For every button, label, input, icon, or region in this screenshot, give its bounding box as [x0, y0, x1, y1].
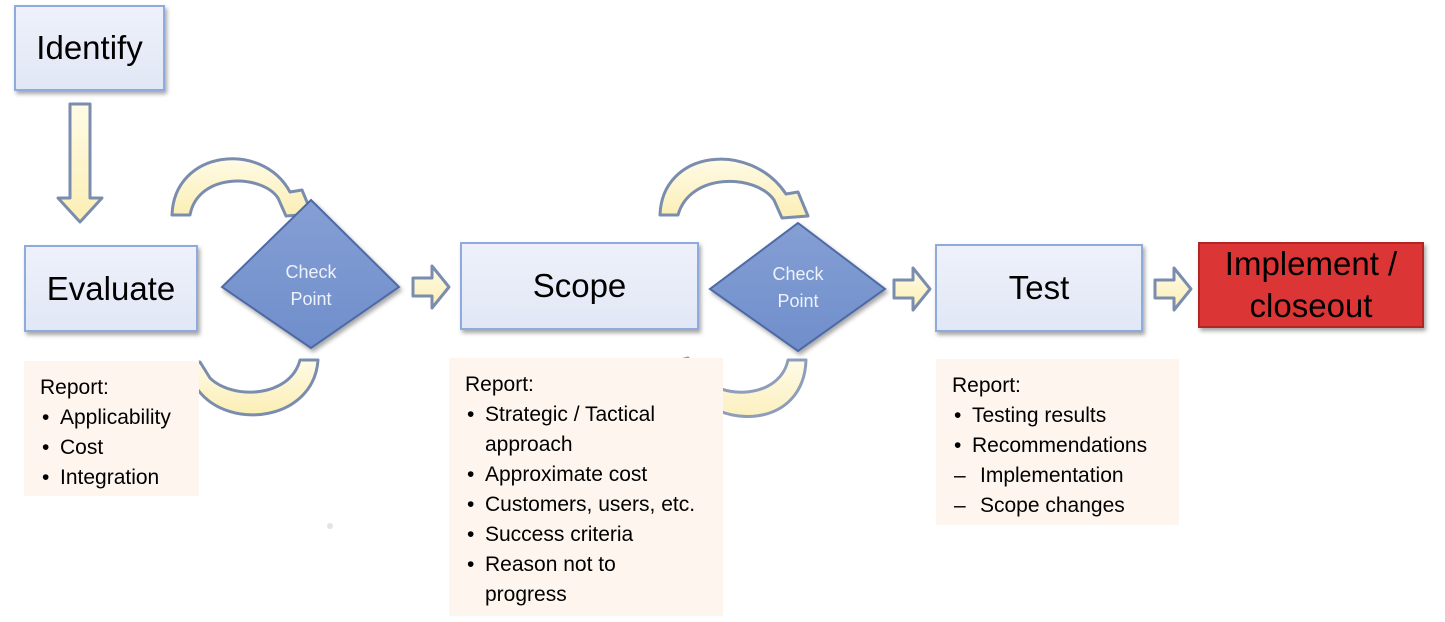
checkpoint-2-line2: Point [777, 291, 819, 311]
list-item: Cost [40, 433, 185, 463]
report-test-list: Testing results Recommendations [952, 401, 1165, 461]
curved-arrow-evaluate-to-checkpoint [170, 157, 314, 218]
checkpoint-1-line2: Point [290, 289, 332, 309]
stage-evaluate: Evaluate [24, 245, 198, 332]
stage-test-label: Test [1008, 269, 1070, 307]
checkpoint-1-line1: Check [285, 262, 337, 282]
report-evaluate-list: Applicability Cost Integration [40, 403, 185, 493]
report-scope: Report: Strategic / Tactical approach Ap… [449, 358, 723, 616]
right-arrow-test-to-implement [1153, 266, 1193, 312]
checkpoint-label-1: Check Point [251, 259, 371, 313]
report-test: Report: Testing results Recommendations … [936, 359, 1179, 525]
stage-identify-label: Identify [36, 29, 143, 67]
list-subitem: Scope changes [952, 491, 1165, 521]
checkpoint-label-2: Check Point [738, 261, 858, 315]
stage-implement-label-line2: closeout [1249, 287, 1373, 324]
list-item: Strategic / Tactical approach [465, 400, 675, 460]
checkpoint-diamond-1 [220, 198, 401, 350]
stage-evaluate-label: Evaluate [46, 269, 176, 307]
list-item: Applicability [40, 403, 185, 433]
right-arrow-checkpoint1-to-scope [411, 264, 451, 310]
stray-dot [327, 523, 333, 529]
stage-scope-label: Scope [532, 267, 627, 305]
stage-test: Test [935, 244, 1143, 332]
list-item: Testing results [952, 401, 1165, 431]
checkpoint-diamond-2 [708, 221, 887, 353]
list-item: Customers, users, etc. [465, 490, 695, 520]
report-test-title: Report: [952, 374, 1021, 397]
stage-implement-closeout: Implement / closeout [1198, 242, 1424, 328]
stage-identify: Identify [14, 5, 165, 91]
list-subitem: Implementation [952, 461, 1165, 491]
down-arrow-identify-evaluate [56, 102, 104, 224]
stage-scope: Scope [460, 242, 699, 330]
curved-arrow-scope-to-checkpoint [658, 157, 810, 220]
list-item: Integration [40, 463, 185, 493]
report-test-sublist: Implementation Scope changes [952, 461, 1165, 521]
list-item: Recommendations [952, 431, 1165, 461]
list-item: Reason not to progress [465, 550, 635, 610]
report-scope-list: Strategic / Tactical approach Approximat… [465, 400, 695, 610]
list-item: Approximate cost [465, 460, 675, 490]
report-evaluate-title: Report: [40, 376, 109, 399]
checkpoint-2-line1: Check [772, 264, 824, 284]
right-arrow-checkpoint2-to-test [892, 266, 932, 312]
report-evaluate: Report: Applicability Cost Integration [24, 361, 199, 496]
list-item: Success criteria [465, 520, 675, 550]
report-scope-title: Report: [465, 373, 534, 396]
stage-implement-label-line1: Implement / [1224, 245, 1398, 282]
